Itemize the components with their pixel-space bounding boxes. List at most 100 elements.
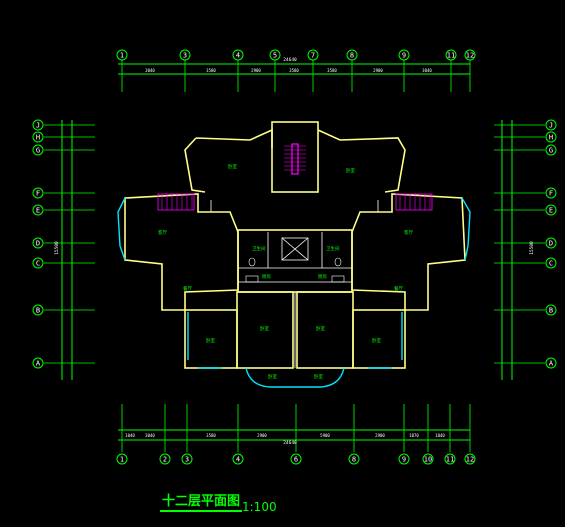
axis-marker-bottom-12: 12 [464, 453, 476, 465]
axis-marker-bottom-6: 6 [290, 453, 302, 465]
svg-text:H: H [36, 134, 40, 142]
axis-marker-right-A: A [545, 357, 557, 369]
axis-marker-left-B: B [32, 304, 44, 316]
room-label-kitchen-w: 厨房 [262, 273, 271, 280]
room-label-bedroom-s2: 卧室 [316, 325, 325, 332]
room-label-living-w: 客厅 [158, 229, 167, 236]
axis-marker-left-F: F [32, 187, 44, 199]
svg-text:G: G [36, 147, 40, 155]
axis-marker-left-D: D [32, 237, 44, 249]
axis-marker-bottom-4: 4 [232, 453, 244, 465]
windows [117, 197, 471, 388]
room-label-kitchen-e: 厨房 [318, 273, 327, 280]
axis-marker-top-9: 9 [398, 49, 410, 61]
room-label-bedroom-s1: 卧室 [260, 325, 269, 332]
dimension-labels: 24640 24640 15500 15500 [54, 57, 535, 446]
bottom-segment-dimension: 1070 [409, 433, 419, 438]
svg-text:11: 11 [446, 456, 454, 464]
svg-text:D: D [36, 240, 40, 248]
axis-marker-top-11: 11 [445, 49, 457, 61]
svg-text:12: 12 [466, 52, 474, 60]
svg-text:8: 8 [350, 52, 354, 60]
svg-text:7: 7 [311, 52, 315, 60]
bottom-segment-dimension: 5900 [320, 433, 330, 438]
svg-text:11: 11 [447, 52, 455, 60]
svg-text:E: E [549, 207, 553, 215]
axis-marker-left-G: G [32, 144, 44, 156]
room-label-toilet-w: 卫生间 [252, 245, 266, 252]
svg-text:B: B [549, 307, 553, 315]
axis-marker-top-3: 3 [179, 49, 191, 61]
axis-marker-right-G: G [545, 144, 557, 156]
axis-marker-right-C: C [545, 257, 557, 269]
svg-text:5: 5 [273, 52, 277, 60]
bottom-segment-dimension: 3040 [145, 433, 155, 438]
axis-marker-top-12: 12 [464, 49, 476, 61]
room-label-bedroom-nw: 卧室 [228, 163, 237, 170]
svg-text:E: E [36, 207, 40, 215]
axis-marker-right-E: E [545, 204, 557, 216]
room-label-dining-e: 餐厅 [394, 285, 403, 292]
svg-text:A: A [36, 360, 41, 368]
railing-hatch [161, 194, 431, 210]
axis-marker-bottom-10: 10 [422, 453, 434, 465]
axis-marker-top-7: 7 [307, 49, 319, 61]
svg-text:12: 12 [466, 456, 474, 464]
room-label-bedroom-sw: 卧室 [206, 337, 215, 344]
elevator-shaft [281, 237, 309, 261]
svg-text:4: 4 [236, 52, 240, 60]
bottom-segment-dimension: 1040 [125, 433, 135, 438]
room-label-living-e: 客厅 [404, 229, 413, 236]
svg-text:9: 9 [402, 456, 406, 464]
axis-marker-bottom-8: 8 [348, 453, 360, 465]
svg-text:6: 6 [294, 456, 298, 464]
top-segment-dimension: 3580 [327, 68, 337, 73]
axis-marker-left-C: C [32, 257, 44, 269]
stair-treads [284, 143, 306, 175]
drawing-title: 十二层平面图 [160, 494, 243, 512]
room-label-bedroom-s4: 卧室 [314, 373, 323, 380]
svg-text:4: 4 [236, 456, 240, 464]
axis-marker-right-H: H [545, 131, 557, 143]
svg-text:J: J [36, 122, 40, 130]
axis-marker-left-A: A [32, 357, 44, 369]
bottom-segment-dimension: 1040 [435, 433, 445, 438]
toilet-fixtures [245, 257, 345, 283]
axis-marker-bottom-2: 2 [159, 453, 171, 465]
exterior-walls [124, 121, 466, 369]
axis-marker-left-E: E [32, 204, 44, 216]
room-label-dining-w: 餐厅 [183, 285, 192, 292]
svg-text:2: 2 [163, 456, 167, 464]
svg-text:8: 8 [352, 456, 356, 464]
axis-marker-top-8: 8 [346, 49, 358, 61]
svg-text:3: 3 [185, 456, 189, 464]
top-segment-dimension: 3580 [206, 68, 216, 73]
svg-text:C: C [549, 260, 553, 268]
bottom-segment-dimension: 2900 [257, 433, 267, 438]
axis-marker-left-H: H [32, 131, 44, 143]
top-segment-dimension: 3040 [422, 68, 432, 73]
svg-text:F: F [36, 190, 40, 198]
room-label-bedroom-se: 卧室 [372, 337, 381, 344]
right-overall-dimension: 15500 [529, 241, 535, 255]
svg-text:9: 9 [402, 52, 406, 60]
svg-text:F: F [549, 190, 553, 198]
top-segment-dimension: 3580 [289, 68, 299, 73]
left-axis-markers: JHG F E D C B A [32, 119, 95, 369]
top-overall-dimension: 24640 [283, 57, 297, 63]
svg-text:D: D [549, 240, 553, 248]
drawing-scale: 1:100 [242, 500, 277, 514]
dimension-lines [61, 63, 513, 441]
room-label-bedroom-ne: 卧室 [346, 167, 355, 174]
svg-text:H: H [549, 134, 553, 142]
room-label-bedroom-s3: 卧室 [268, 373, 277, 380]
axis-marker-right-J: J [545, 119, 557, 131]
svg-text:C: C [36, 260, 40, 268]
right-axis-markers: JHG F E D C B A [494, 119, 557, 369]
axis-marker-top-5: 5 [269, 49, 281, 61]
axis-marker-right-B: B [545, 304, 557, 316]
svg-text:1: 1 [120, 52, 124, 60]
axis-marker-right-F: F [545, 187, 557, 199]
axis-marker-bottom-3: 3 [181, 453, 193, 465]
